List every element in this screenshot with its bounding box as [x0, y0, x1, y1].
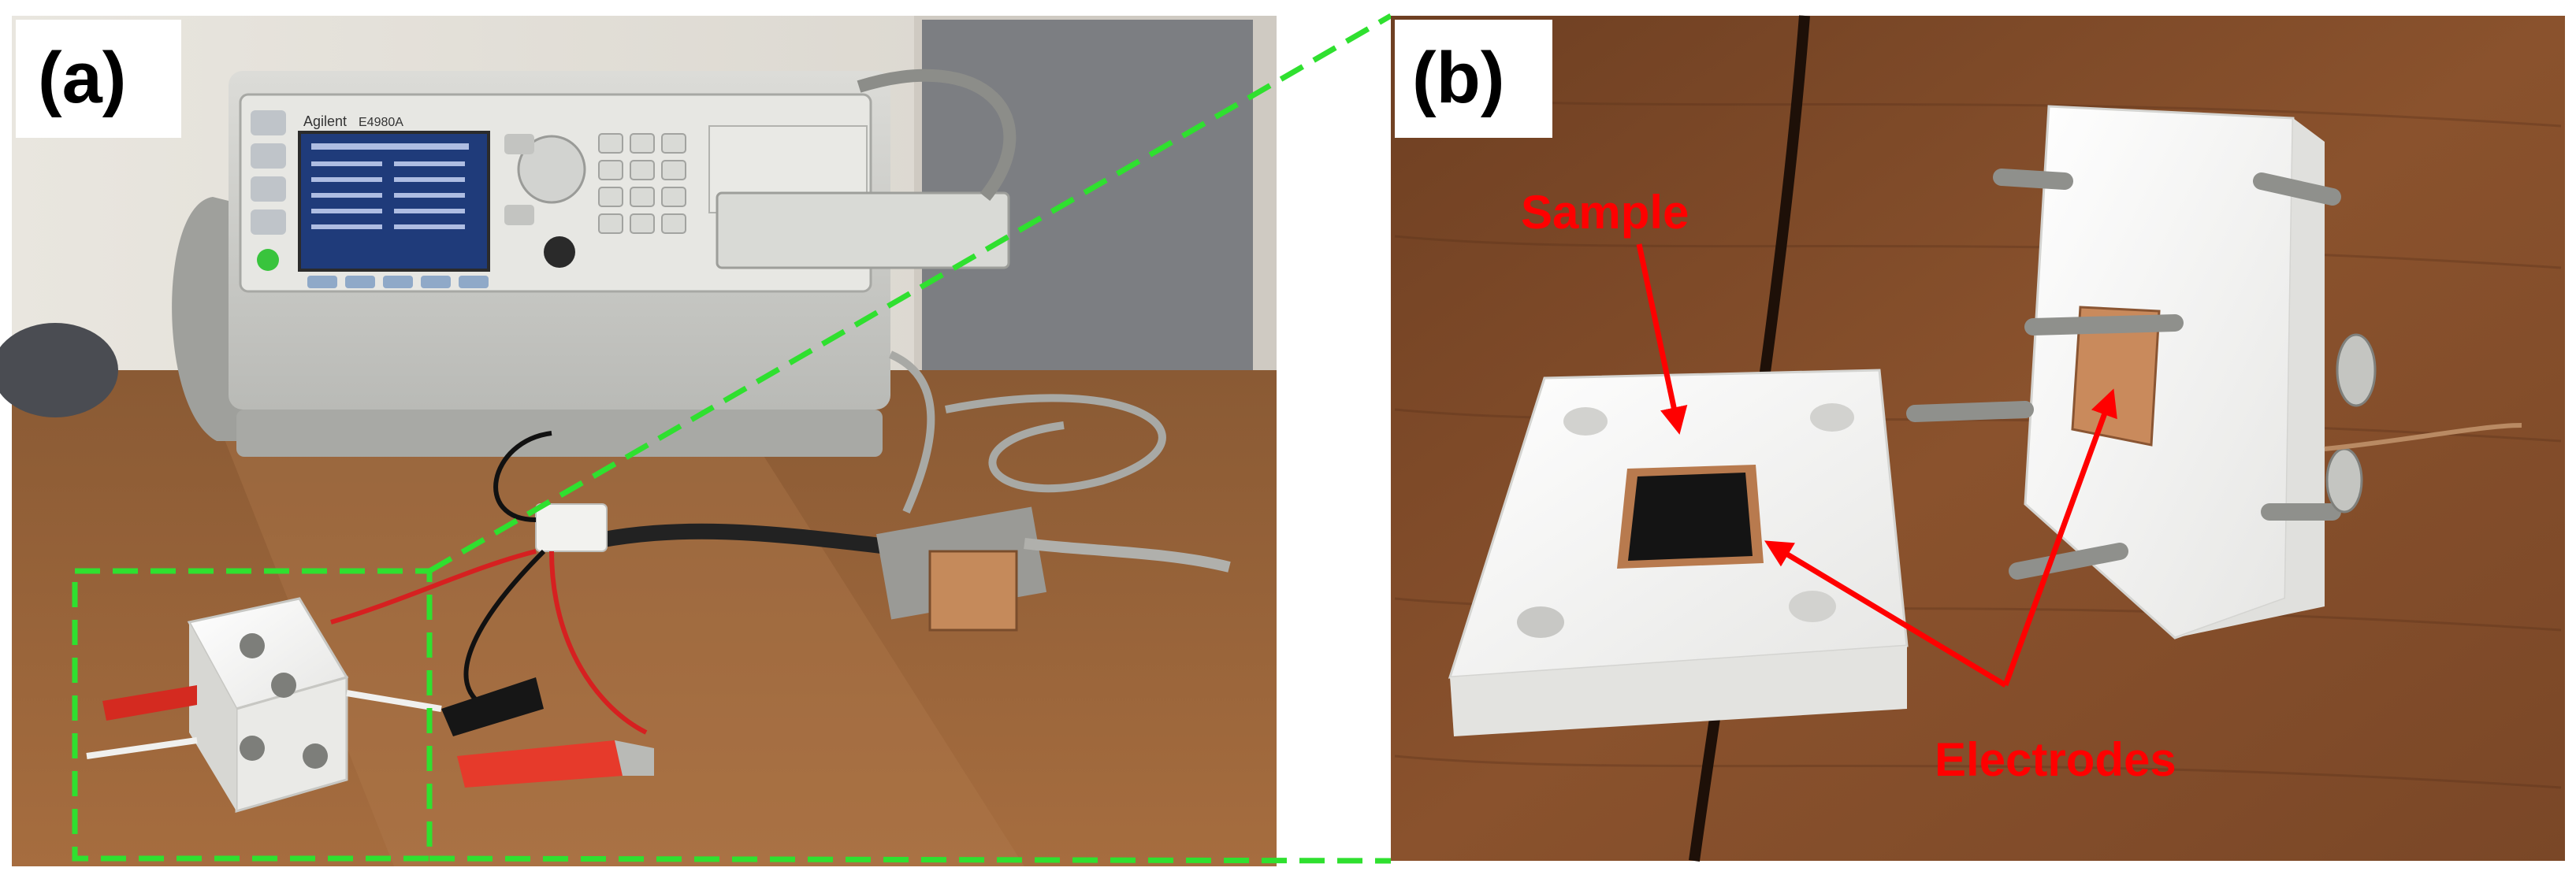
sample-arrow — [1636, 243, 1688, 435]
alligator-clip-red — [457, 740, 654, 788]
sample-disc — [1628, 473, 1753, 561]
teflon-plate-top — [1906, 105, 2522, 640]
electrode-arrow-bottom — [1764, 540, 2007, 688]
sample-annotation: Sample — [1521, 186, 1689, 239]
instrument-model: E4980A — [359, 116, 403, 129]
sample-holder-a — [86, 597, 442, 813]
lcr-meter: Agilent E4980A — [172, 69, 1017, 457]
copper-fixture — [875, 506, 1231, 632]
zoom-line-top — [428, 13, 1392, 574]
panel-b-label-bg — [1395, 20, 1552, 138]
zoom-line-bottom — [429, 855, 1392, 864]
fabric-item — [0, 323, 118, 417]
panel-a-label: (a) — [38, 38, 126, 118]
alligator-clip-black — [441, 677, 544, 736]
teflon-plate-bottom — [1448, 369, 1909, 736]
instrument-brand: Agilent — [303, 113, 347, 129]
electrodes-annotation: Electrodes — [1935, 733, 2176, 786]
panel-a-photo: Agilent E4980A — [0, 13, 1392, 866]
test-fixture — [716, 191, 1010, 269]
panel-b-photo: Sample Electrodes (b) — [1391, 15, 2565, 862]
panel-b-label: (b) — [1412, 38, 1504, 118]
zoom-box — [72, 568, 433, 862]
panel-a-label-bg — [16, 20, 181, 138]
instrument-display — [298, 131, 490, 272]
electrode-arrow-top — [2002, 388, 2117, 687]
coax-cable — [581, 523, 931, 559]
